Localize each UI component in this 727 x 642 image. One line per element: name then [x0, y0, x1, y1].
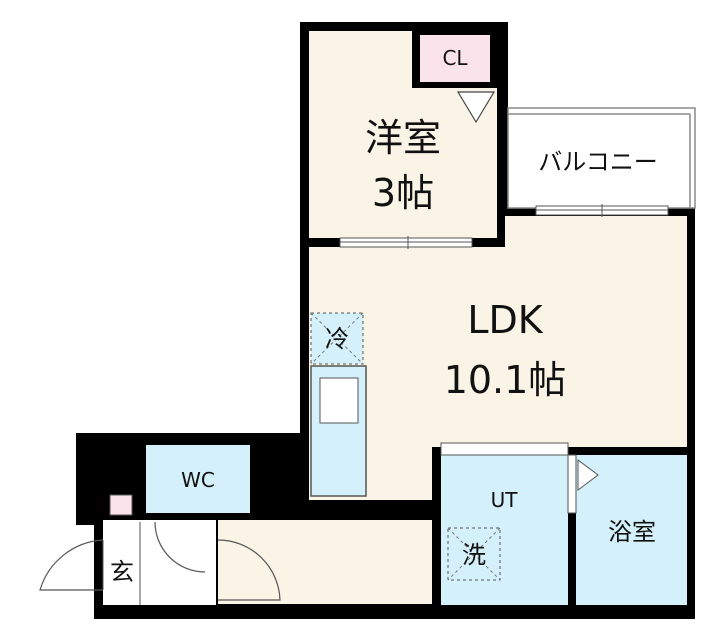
balcony: [507, 107, 696, 209]
entrance: [39, 494, 281, 605]
ldk-size: 10.1帖: [444, 358, 567, 402]
fridge-label: 冷: [325, 325, 349, 353]
bath-room: [567, 454, 687, 605]
fridge-space: [310, 312, 364, 365]
kitchen-counter: [310, 365, 367, 497]
entrance-label: 玄: [110, 558, 134, 586]
washer-label: 洗: [462, 541, 486, 569]
wc-label: WC: [181, 468, 215, 492]
ldk-name: LDK: [467, 298, 543, 342]
bath-label: 浴室: [608, 518, 656, 546]
utility-room: [440, 442, 569, 605]
wc-floor: [146, 445, 250, 513]
closet: [412, 29, 498, 124]
balcony-label: バルコニー: [538, 148, 658, 176]
windows: [339, 204, 669, 249]
utility-label: UT: [491, 488, 519, 512]
western-room-name: 洋室: [365, 116, 441, 160]
western-room-size: 3帖: [372, 171, 434, 215]
closet-label: CL: [442, 46, 468, 70]
